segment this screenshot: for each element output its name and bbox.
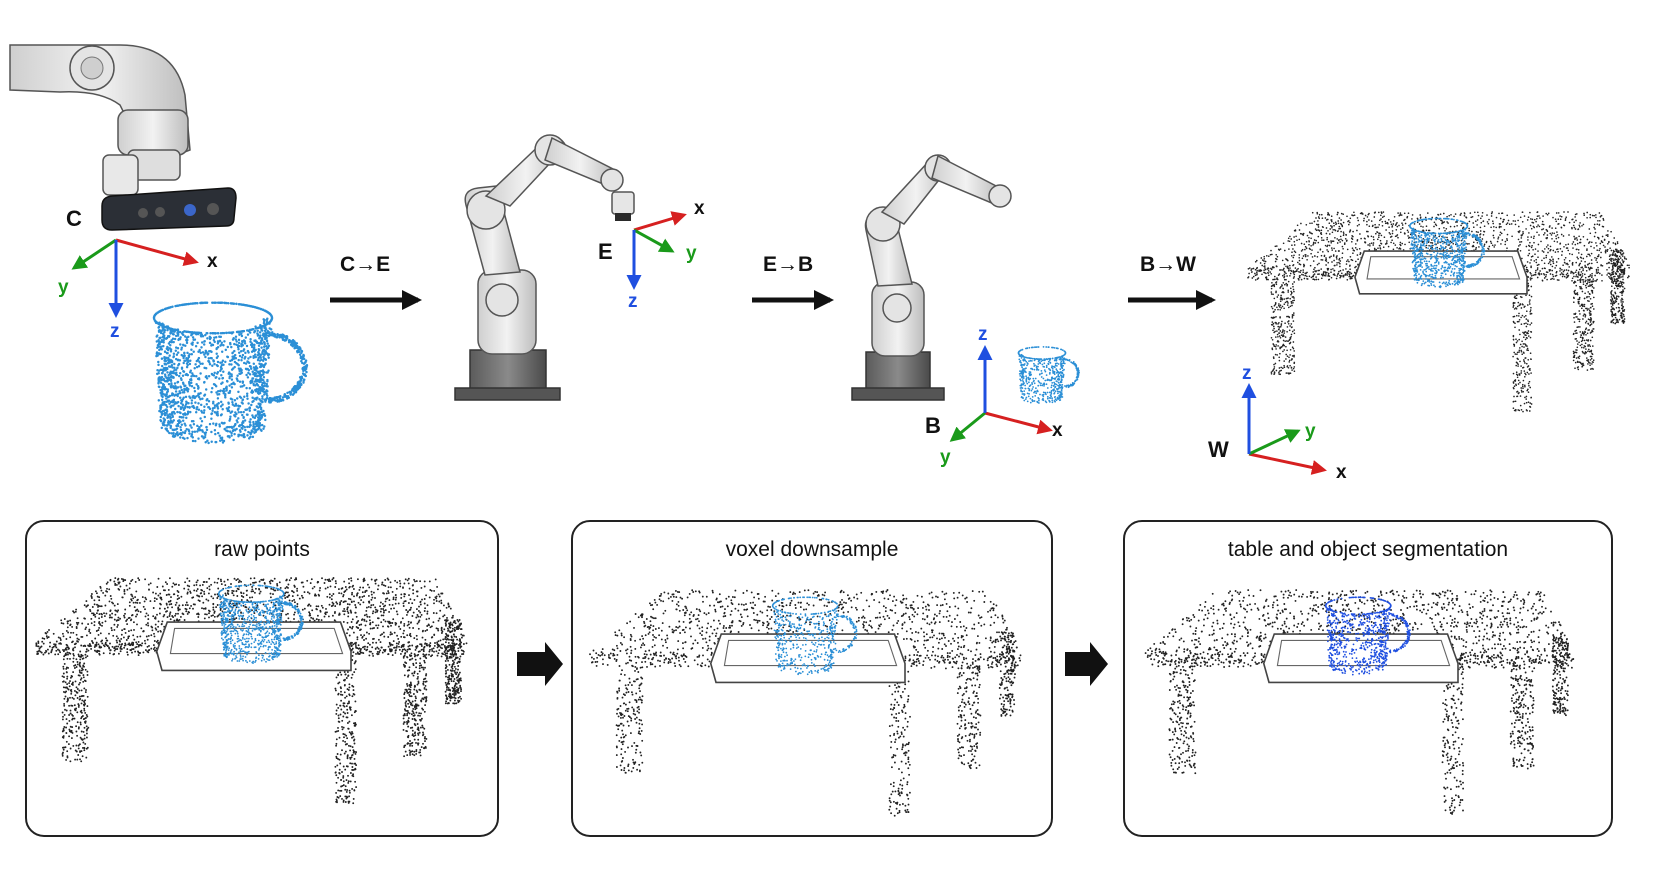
panel-title-voxel-downsample: voxel downsample — [726, 538, 899, 561]
world-axis-y-label: y — [1305, 421, 1316, 442]
world-axis-z-label: z — [1242, 363, 1252, 384]
table-point-cloud-icon — [589, 589, 1022, 817]
camera-axis-z-label: z — [110, 321, 120, 342]
end-effector-frame-axes — [626, 211, 687, 290]
frame-label-world: W — [1208, 437, 1229, 462]
base-axis-y-label: y — [940, 447, 951, 468]
table-point-cloud-icon — [1247, 211, 1630, 413]
frame-label-base: B — [925, 413, 941, 438]
pipeline-arrow-2 — [1065, 642, 1108, 686]
camera-robot-arm-icon — [9, 44, 191, 196]
camera-axis-x-label: x — [207, 251, 218, 272]
panel-title-segmentation: table and object segmentation — [1228, 538, 1508, 561]
robot-arm-icon — [454, 134, 635, 401]
camera-axis-y-label: y — [58, 277, 69, 298]
frame-label-end-effector: E — [598, 239, 613, 264]
frame-label-camera: C — [66, 206, 82, 231]
base-axis-z-label: z — [978, 324, 988, 345]
world-frame-axes — [1241, 383, 1327, 475]
robot-arm-icon — [851, 154, 1012, 401]
pipeline-arrow-1 — [517, 642, 563, 686]
mug-point-cloud-icon — [152, 301, 309, 445]
ee-axis-z-label: z — [628, 291, 638, 312]
table-point-cloud-icon — [35, 577, 468, 805]
table-point-cloud-icon — [1144, 589, 1575, 815]
world-axis-x-label: x — [1336, 462, 1347, 483]
pipeline-panel-raw-points: raw points — [25, 520, 499, 837]
panel-title-raw-points: raw points — [214, 538, 310, 561]
mug-point-cloud-icon — [1017, 346, 1081, 404]
base-frame-axes — [949, 345, 1053, 442]
transform-label-c-to-e: C→E — [340, 253, 390, 276]
transform-label-e-to-b: E→B — [763, 253, 813, 276]
transform-label-b-to-w: B→W — [1140, 253, 1196, 276]
camera-frame-axes — [71, 238, 199, 318]
depth-camera-icon — [101, 187, 237, 231]
pipeline-panel-voxel-downsample: voxel downsample — [571, 520, 1053, 837]
pipeline-panel-segmentation: table and object segmentation — [1123, 520, 1613, 837]
base-axis-x-label: x — [1052, 420, 1063, 441]
ee-axis-x-label: x — [694, 198, 705, 219]
ee-axis-y-label: y — [686, 243, 697, 264]
